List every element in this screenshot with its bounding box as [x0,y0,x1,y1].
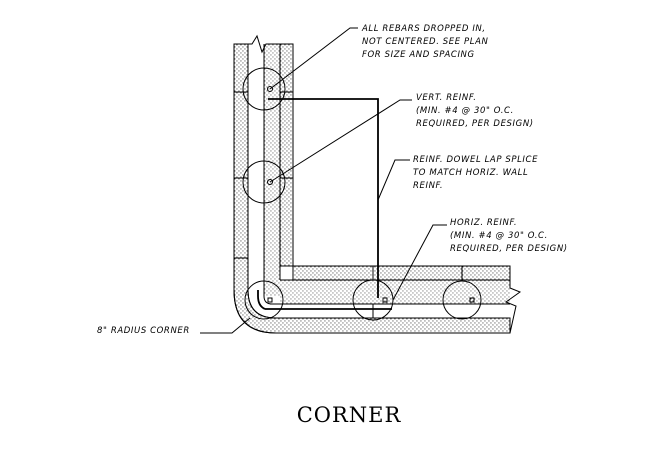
note-vert-reinf: VERT. REINF. (MIN. #4 @ 30" O.C. REQUIRE… [416,93,534,129]
note-rebars-dropped: ALL REBARS DROPPED IN, NOT CENTERED. SEE… [361,24,489,60]
note-line: REINF. [413,181,443,191]
wall-shells [233,43,511,334]
note-line: REINF. DOWEL LAP SPLICE [413,155,538,165]
note-line: REQUIRED, PER DESIGN) [416,119,534,129]
horizontal-grout-core [280,280,510,304]
note-line: (MIN. #4 @ 30" O.C. [416,106,514,116]
rebars [257,86,475,310]
note-horiz-reinf: HORIZ. REINF. (MIN. #4 @ 30" O.C. REQUIR… [450,218,568,254]
note-dowel-lap: REINF. DOWEL LAP SPLICE TO MATCH HORIZ. … [413,155,538,191]
note-line: HORIZ. REINF. [450,218,517,228]
note-line: (MIN. #4 @ 30" O.C. [450,231,548,241]
vertical-grout-core [264,44,280,296]
leaders [200,27,447,334]
note-line: ALL REBARS DROPPED IN, [361,24,486,34]
note-radius-corner: 8" RADIUS CORNER [97,326,190,336]
horizontal-inner-shell [292,265,511,281]
dowel-lap-splice [268,98,379,298]
note-line: FOR SIZE AND SPACING [362,50,475,60]
note-line: VERT. REINF. [416,93,477,103]
drawing-title: CORNER [297,403,402,427]
note-line: REQUIRED, PER DESIGN) [450,244,568,254]
break-lines [234,34,522,334]
note-line: NOT CENTERED. SEE PLAN [362,37,489,47]
note-line: TO MATCH HORIZ. WALL [413,168,528,178]
